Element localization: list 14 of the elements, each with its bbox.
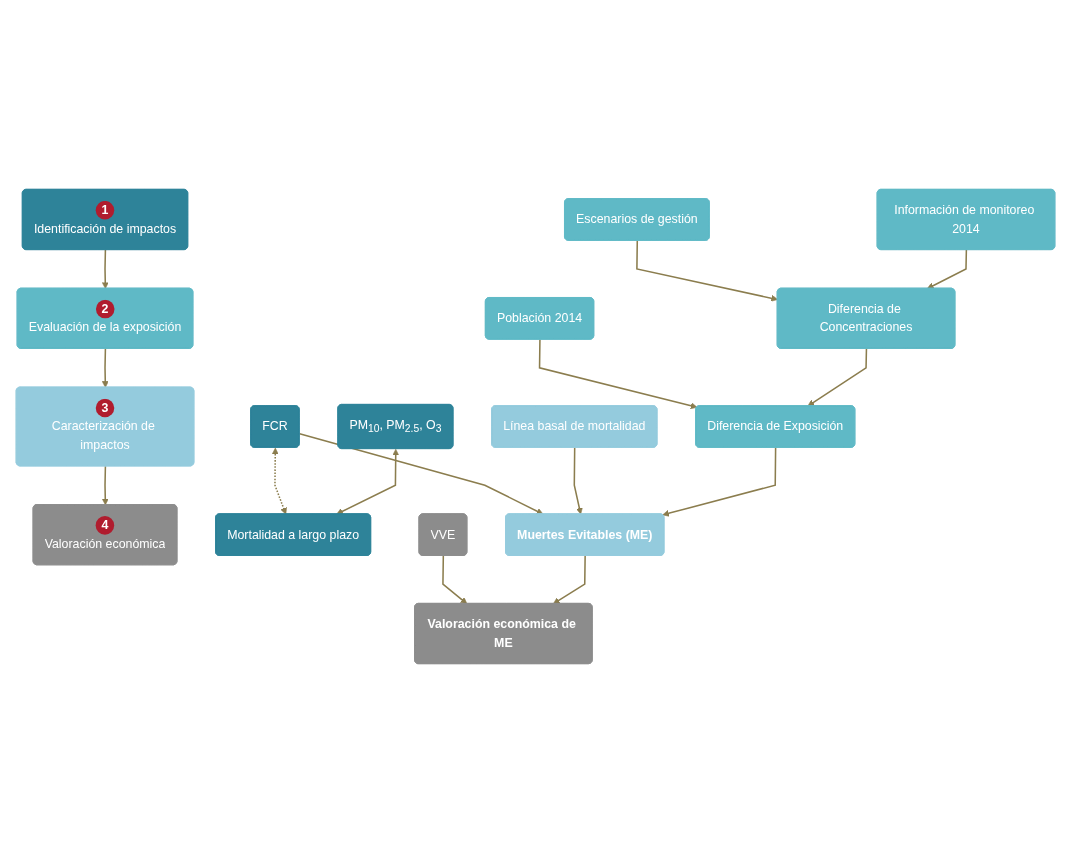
arrow <box>101 249 109 289</box>
arrow <box>662 446 777 517</box>
arrow <box>927 249 968 289</box>
arrow <box>636 239 778 302</box>
arrow <box>807 348 868 407</box>
arrow <box>553 555 586 605</box>
arrow <box>101 465 109 506</box>
arrow <box>442 555 468 605</box>
arrow <box>298 432 544 515</box>
arrow <box>271 447 287 515</box>
arrow <box>538 338 698 410</box>
arrow <box>336 448 400 515</box>
arrow <box>573 446 583 515</box>
arrow <box>101 348 109 388</box>
